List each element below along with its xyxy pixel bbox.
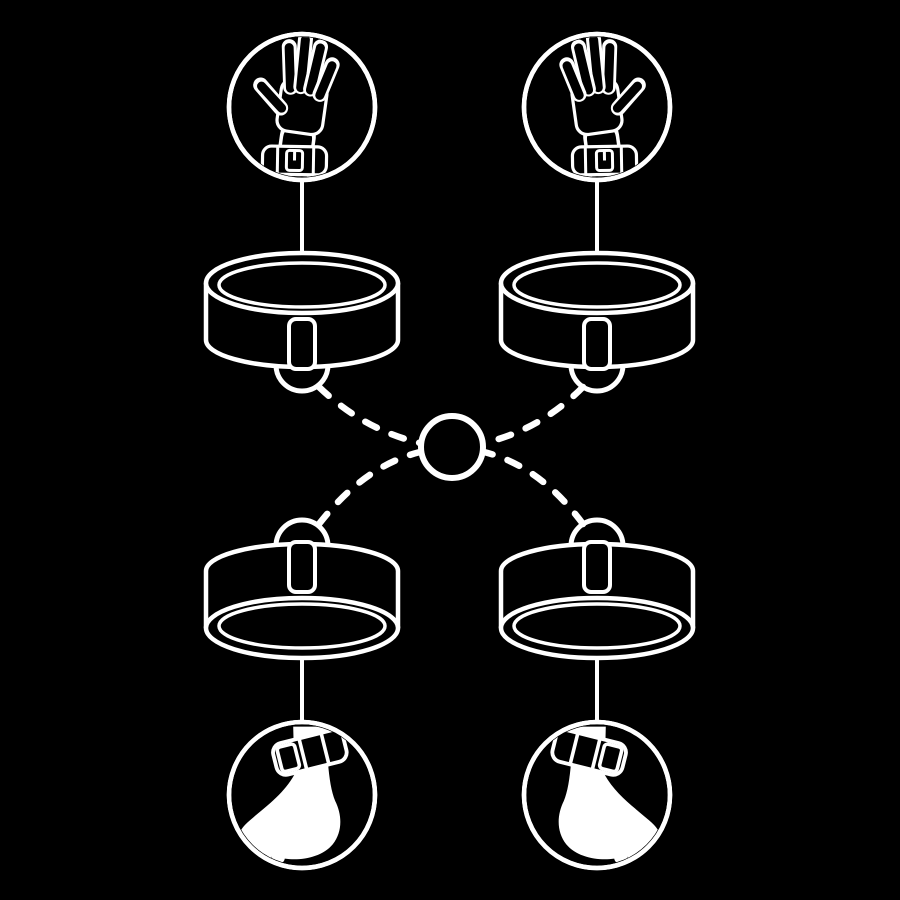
dashed-strap-upper-left — [315, 383, 424, 447]
ankle-node-left — [226, 719, 378, 871]
wrist-node-right — [521, 31, 673, 183]
upper-cuff-right — [501, 253, 693, 391]
upper-cuff-left — [206, 253, 398, 391]
dashed-strap-lower-left — [315, 448, 424, 528]
lower-cuff-right — [501, 520, 693, 658]
lower-cuff-left — [206, 520, 398, 658]
ankle-node-right — [521, 719, 673, 871]
center-connector-ring — [418, 413, 486, 481]
dashed-strap-lower-right — [480, 448, 587, 528]
wrist-node-left — [226, 31, 378, 183]
dashed-strap-upper-right — [480, 383, 587, 447]
